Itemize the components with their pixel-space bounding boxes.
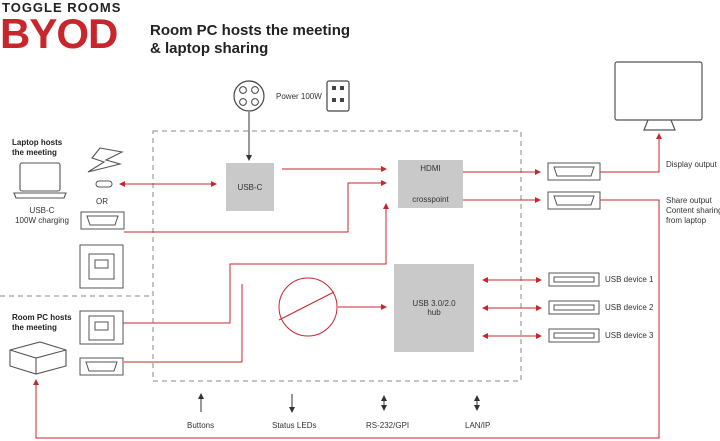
wall-outlet-icon	[326, 80, 350, 112]
hdmi-crosspoint-block: HDMI crosspoint	[398, 160, 463, 208]
status-leds-label: Status LEDs	[272, 421, 317, 430]
roompc-heading: Room PC hosts the meeting	[12, 313, 72, 333]
roompc-usb-b-port-icon	[79, 310, 124, 345]
display-output-port-icon	[547, 162, 601, 181]
hdmi-block-label: HDMI	[420, 164, 441, 173]
usb-device-2-port-icon	[548, 300, 600, 315]
page-title: Room PC hosts the meeting & laptop shari…	[150, 22, 410, 58]
buttons-label: Buttons	[187, 421, 215, 430]
share-output-line1: Share output	[666, 196, 712, 205]
laptop-heading: Laptop hosts the meeting	[12, 138, 62, 158]
usb-device-1-label: USB device 1	[605, 275, 654, 284]
lan-label: LAN/IP	[465, 421, 491, 430]
usb-device-2-label: USB device 2	[605, 303, 654, 312]
hub-label-line2: hub	[427, 308, 441, 317]
display-output-label: Display output	[666, 160, 717, 169]
roompc-heading-line2: the meeting	[12, 323, 57, 332]
mini-pc-icon	[9, 341, 67, 375]
page-title-line2: & laptop sharing	[150, 40, 269, 57]
laptop-heading-line2: the meeting	[12, 148, 57, 157]
page-title-line1: Room PC hosts the meeting	[150, 22, 351, 39]
usbc-port-icon	[95, 180, 113, 188]
laptop-usbc-line1: USB-C	[29, 206, 55, 215]
share-output-port-icon	[547, 191, 601, 210]
laptop-usbc-label: USB-C 100W charging	[14, 206, 70, 226]
brand-subtitle: TOGGLE ROOMS	[2, 0, 122, 15]
laptop-usb-b-port-icon	[79, 244, 124, 289]
share-output-line2: Content sharing	[666, 206, 720, 215]
share-output-line3: from laptop	[666, 216, 707, 225]
hub-label-line1: USB 3.0/2.0	[412, 299, 456, 308]
usb-device-1-port-icon	[548, 272, 600, 287]
laptop-heading-line1: Laptop hosts	[12, 138, 63, 147]
or-label: OR	[96, 197, 108, 206]
roompc-hdmi-port-icon	[79, 357, 124, 376]
usb-device-3-port-icon	[548, 328, 600, 343]
monitor-icon	[614, 61, 703, 131]
rs232-label: RS-232/GPI	[366, 421, 410, 430]
power-label: Power 100W	[276, 92, 322, 101]
roompc-heading-line1: Room PC hosts	[12, 313, 72, 322]
laptop-hdmi-port-icon	[80, 211, 125, 230]
laptop-usbc-line2: 100W charging	[15, 216, 69, 225]
usbc-block: USB-C	[226, 163, 274, 211]
usb-switch-icon	[278, 277, 338, 337]
usb-hub-block: USB 3.0/2.0 hub	[394, 264, 474, 352]
share-output-label: Share output Content sharing from laptop	[666, 196, 720, 226]
charging-bolt-icon	[87, 147, 124, 173]
brand-title: BYOD	[0, 10, 118, 57]
device-boundary	[152, 130, 522, 382]
usb-device-3-label: USB device 3	[605, 331, 654, 340]
laptop-icon	[13, 162, 67, 199]
crosspoint-block-label: crosspoint	[412, 195, 449, 204]
power-plug-icon	[233, 80, 265, 112]
